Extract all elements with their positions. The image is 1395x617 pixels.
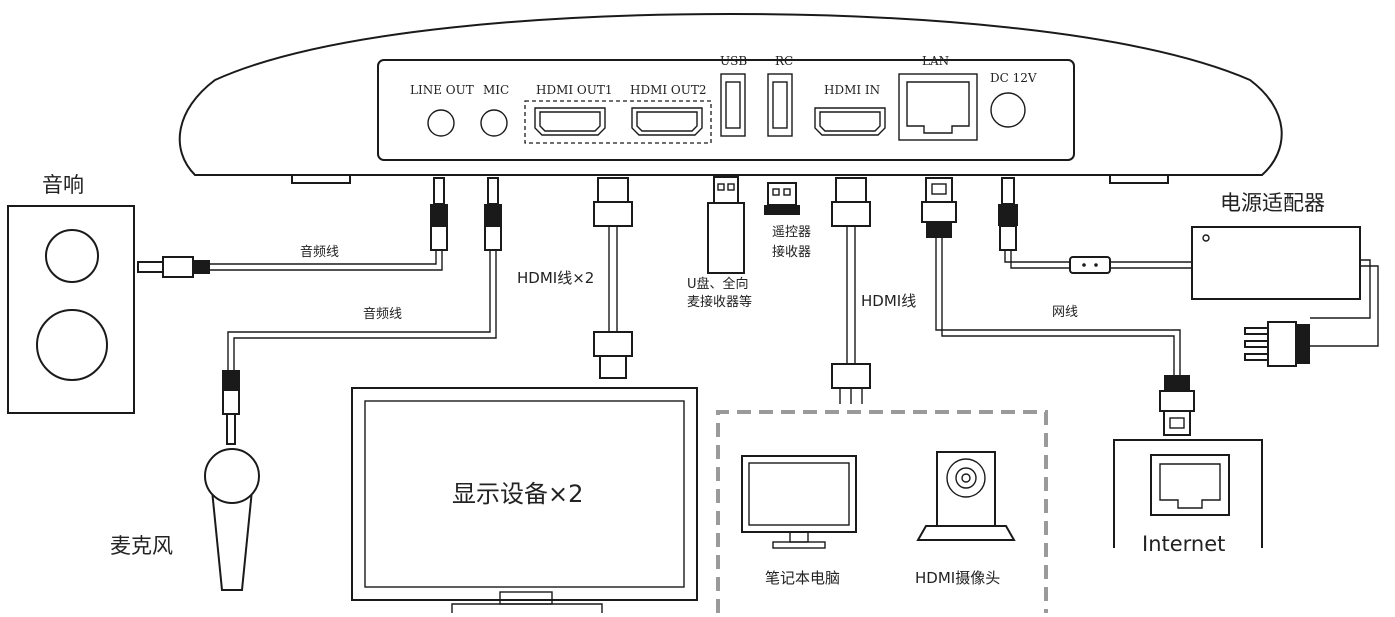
- hdmi-camera: [916, 451, 1016, 541]
- port-label-mic: MIC: [483, 83, 509, 97]
- port-label-rc: RC: [775, 54, 793, 68]
- dc-power-cable: [998, 177, 1200, 274]
- hdmi-cable-out: [593, 177, 633, 379]
- hdmi-out-group: [524, 100, 712, 144]
- port-lan: [898, 73, 978, 141]
- port-usb: [720, 73, 746, 137]
- speaker-label: 音响: [42, 173, 84, 197]
- speaker: [7, 205, 135, 414]
- laptop-label: 笔记本电脑: [765, 569, 840, 587]
- audio-cable-label-2: 音频线: [363, 306, 402, 322]
- port-hdmi-out1: [534, 107, 606, 136]
- port-hdmi-in: [814, 107, 886, 136]
- laptop: [741, 455, 857, 549]
- port-label-hdmi-out2: HDMI OUT2: [630, 83, 707, 97]
- hdmi-camera-label: HDMI摄像头: [915, 569, 1000, 587]
- port-label-usb: USB: [720, 54, 747, 68]
- device-body: [178, 12, 1283, 184]
- microphone: [204, 448, 260, 591]
- display-label: 显示设备×2: [452, 480, 583, 508]
- usb-disk-label-2: 麦接收器等: [687, 294, 752, 310]
- hdmi-source-group: [716, 410, 1048, 613]
- hdmi-x2-cable-label: HDMI线×2: [517, 269, 594, 287]
- microphone-label: 麦克风: [110, 534, 173, 558]
- display: [351, 387, 698, 613]
- internet-socket: [1113, 439, 1263, 548]
- remote-receiver: [764, 182, 800, 215]
- network-cable: [921, 177, 1195, 436]
- port-label-dc: DC 12V: [990, 71, 1037, 85]
- power-adapter: [1191, 226, 1379, 347]
- port-label-line-out: LINE OUT: [410, 83, 474, 97]
- power-plug: [1244, 321, 1310, 367]
- network-cable-label: 网线: [1052, 305, 1078, 320]
- usb-disk: [707, 176, 745, 274]
- port-label-hdmi-out1: HDMI OUT1: [536, 83, 613, 97]
- audio-cable-label-1: 音频线: [300, 244, 339, 260]
- usb-disk-label-1: U盘、全向: [687, 276, 749, 292]
- port-label-hdmi-in: HDMI IN: [824, 83, 880, 97]
- port-dc: [990, 92, 1026, 128]
- hdmi-cable-in: [831, 177, 871, 404]
- audio-cable-line-out: [137, 177, 448, 278]
- port-label-lan: LAN: [922, 54, 949, 68]
- remote-receiver-label-1: 遥控器: [772, 225, 811, 240]
- power-adapter-label: 电源适配器: [1220, 191, 1325, 215]
- audio-cable-mic: [222, 177, 502, 445]
- port-mic: [480, 109, 508, 137]
- port-line-out: [427, 109, 455, 137]
- remote-receiver-label-2: 接收器: [772, 244, 811, 260]
- port-rc: [767, 73, 793, 137]
- internet-label: Internet: [1142, 532, 1225, 556]
- port-hdmi-out2: [631, 107, 703, 136]
- hdmi-cable-label: HDMI线: [861, 292, 916, 310]
